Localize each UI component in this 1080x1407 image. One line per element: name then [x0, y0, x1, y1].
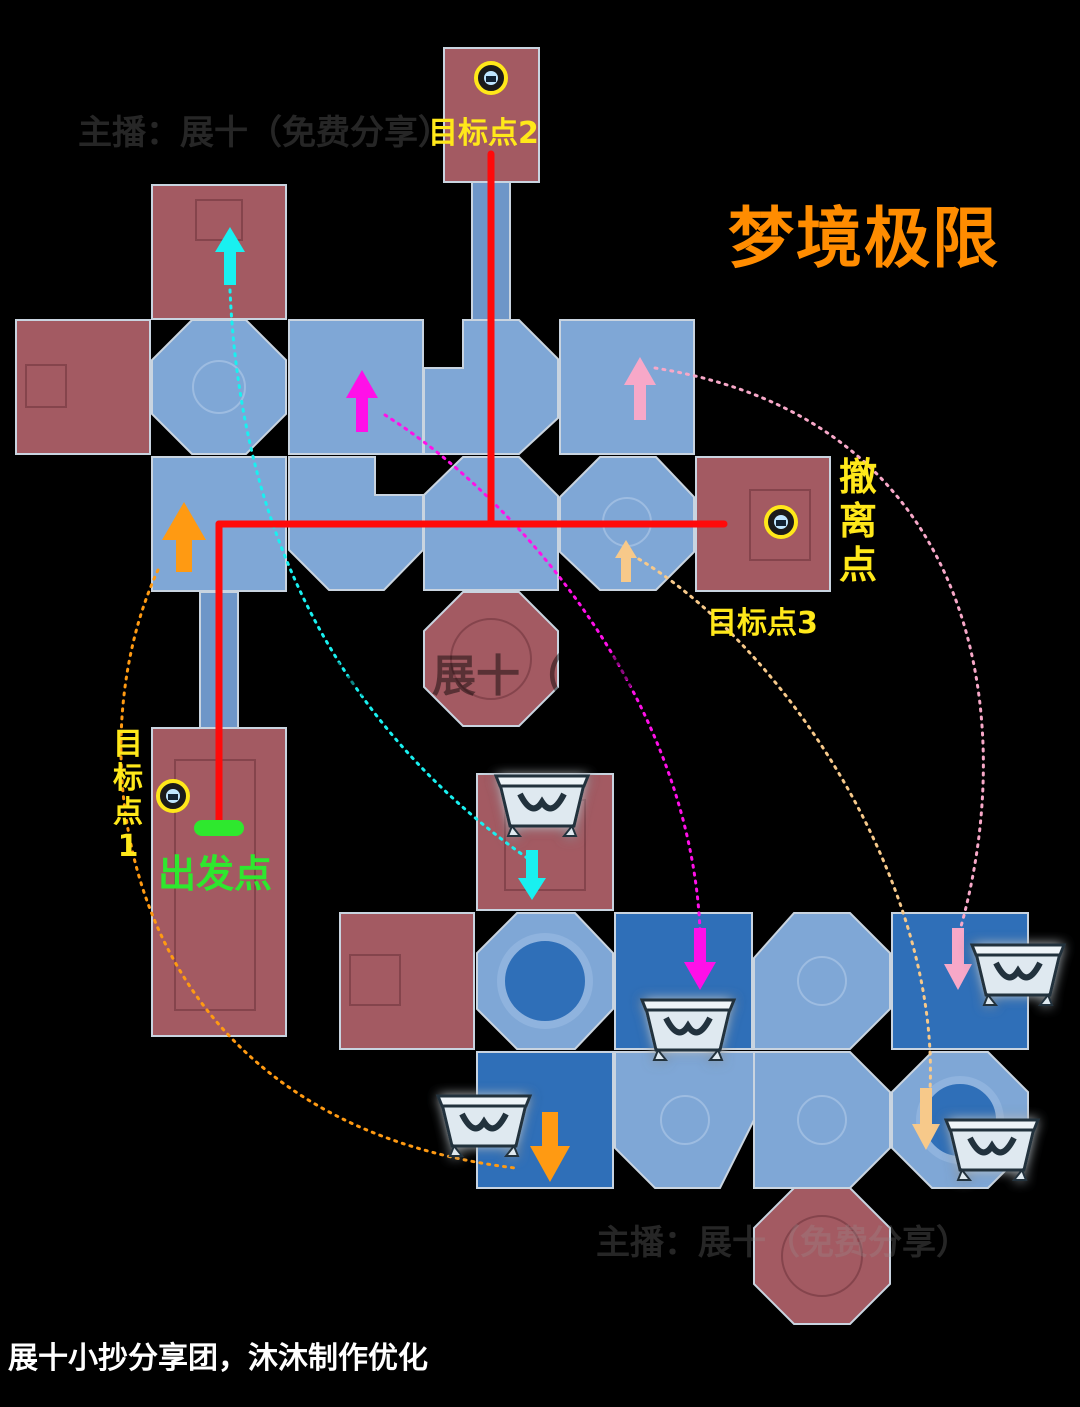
arrow-pink-down [944, 928, 972, 990]
start-point-marker [194, 820, 244, 836]
watermark: 主播：展十（免费分享） [78, 113, 452, 153]
start-point-label: 出发点 [158, 852, 273, 896]
target-2-label: 目标点2 [428, 116, 539, 151]
watermark: 主播：展十（免费分享） [596, 1223, 970, 1263]
treasure-chest-icon [496, 776, 588, 836]
dotted-paths [119, 288, 985, 1170]
treasure-chest-icon [972, 945, 1064, 1005]
treasure-chest-icon [642, 1000, 734, 1060]
arrow-orange-up [162, 502, 206, 572]
arrow-cyan-up [215, 227, 245, 285]
watermark: 主播：展十（免费分享） [300, 651, 784, 702]
arrow-orange-down [530, 1112, 570, 1182]
arrow-peach-down [912, 1088, 940, 1150]
rooms-blue [151, 181, 1029, 1189]
exit-point-label: 撤离点 [838, 455, 877, 587]
arrow-magenta-up [346, 370, 378, 432]
treasure-chest-icon [438, 1096, 530, 1156]
route-line [215, 150, 728, 824]
arrow-magenta-down [684, 928, 716, 990]
target-1-label: 目标点1 [113, 727, 143, 864]
credit-text: 展十小抄分享团，沐沐制作优化 [8, 1341, 428, 1376]
arrow-pink-up [624, 357, 656, 420]
arrow-peach-up [615, 540, 637, 582]
target-3-label: 目标点3 [707, 606, 818, 641]
target-marker-icon [764, 505, 798, 539]
map-title: 梦境极限 [728, 200, 1000, 277]
target-marker-icon [474, 61, 508, 95]
arrow-cyan-down [518, 850, 546, 900]
target-marker-icon [156, 779, 190, 813]
treasure-chest-icon [946, 1120, 1038, 1180]
